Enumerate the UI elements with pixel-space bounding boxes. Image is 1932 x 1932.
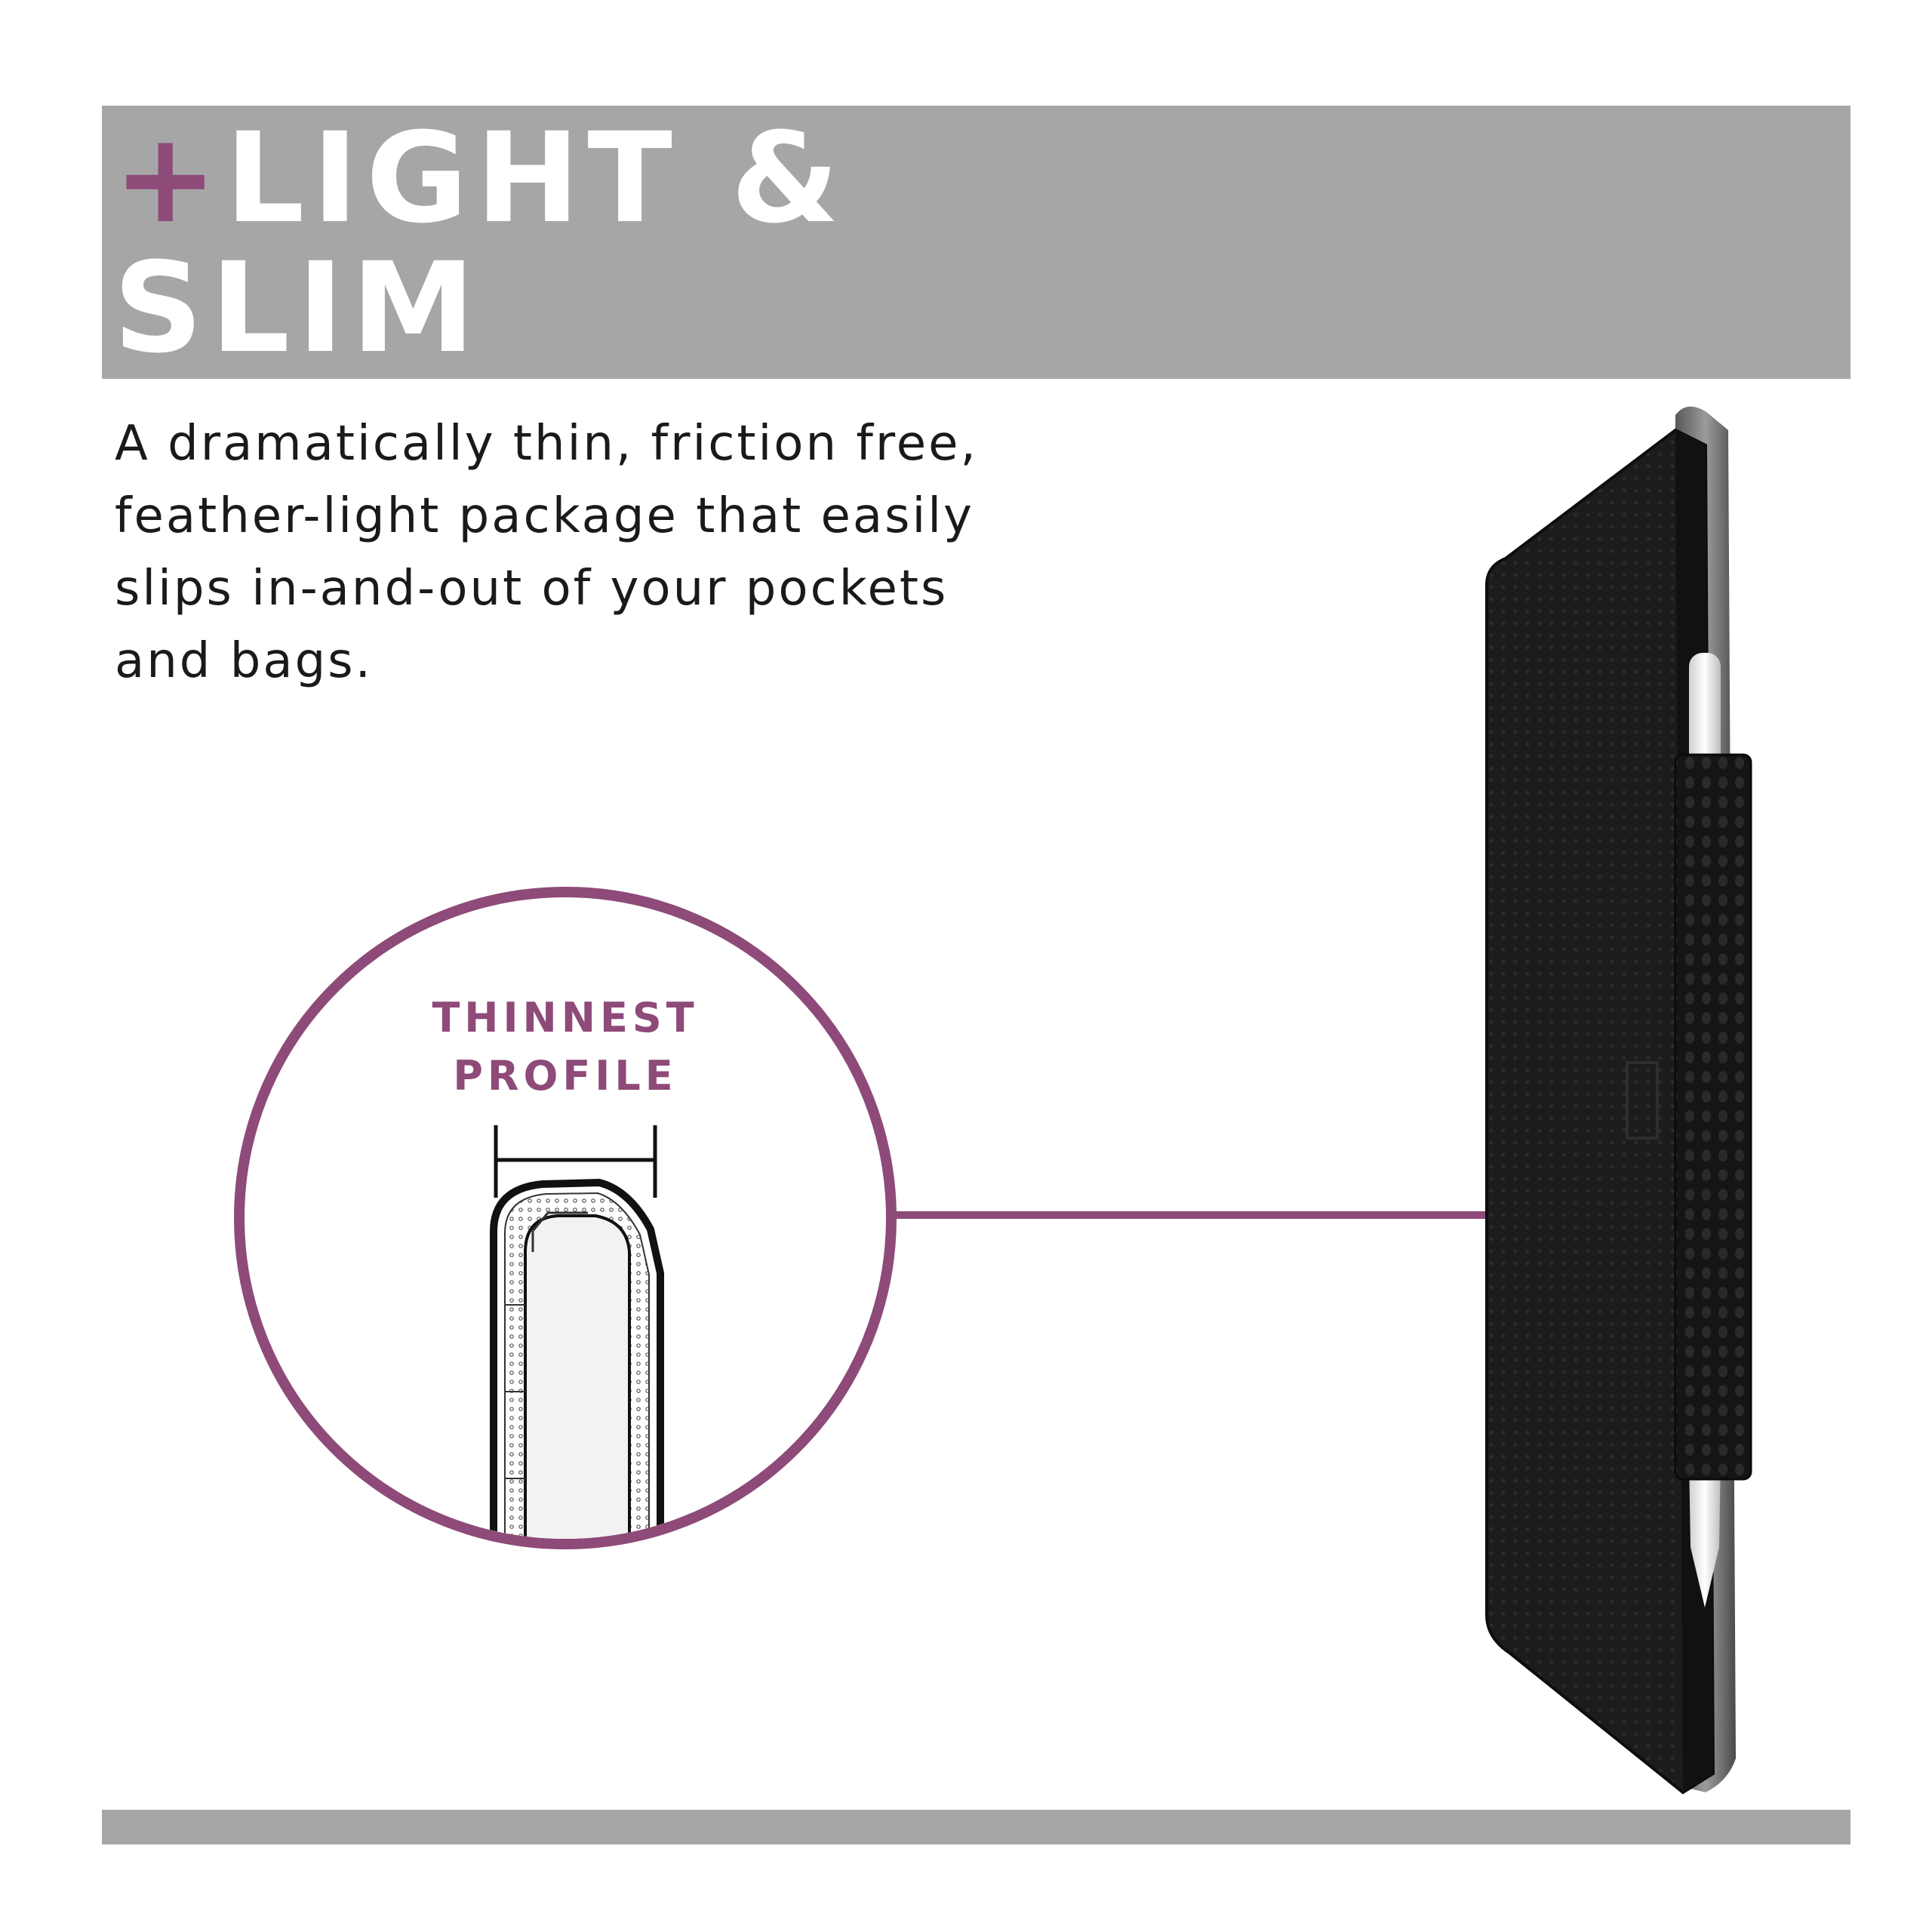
plus-icon: +: [113, 106, 226, 251]
profile-detail-circle: THINNEST PROFILE: [234, 887, 897, 1549]
headline-line-2: SLIM: [113, 235, 483, 380]
detail-label-line-2: PROFILE: [453, 1052, 678, 1100]
footer-band: [102, 1810, 1850, 1844]
description-text: A dramatically thin, friction free, feat…: [115, 416, 978, 689]
detail-label-line-1: THINNEST: [432, 994, 699, 1041]
tablet-folio-case-image: [1485, 406, 1752, 1795]
callout-connector-line: [889, 1211, 1553, 1219]
dimension-marker: [494, 1125, 657, 1198]
headline: +LIGHT & SLIM: [113, 113, 847, 373]
header-band: [102, 106, 1850, 379]
case-profile-cross-section-icon: [490, 1125, 664, 1539]
headline-line-1: LIGHT &: [225, 106, 848, 251]
